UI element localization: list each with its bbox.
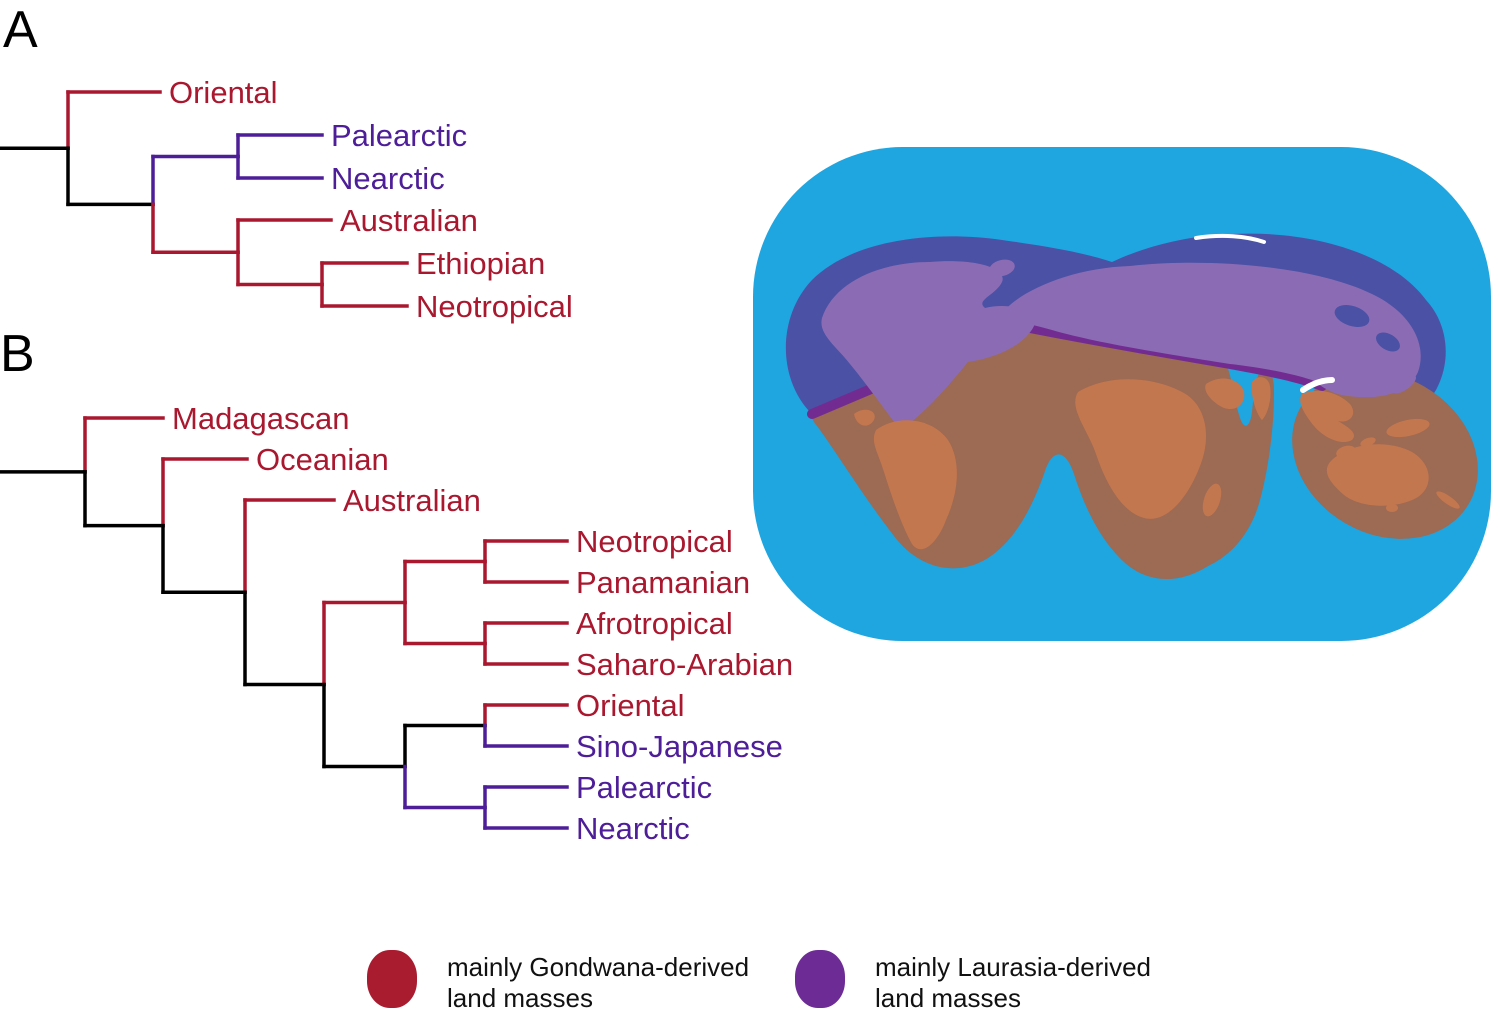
new-zealand-shape (1436, 491, 1460, 509)
tip-label-panamanian: Panamanian (576, 565, 750, 600)
tip-label-ethiopian: Ethiopian (416, 246, 545, 281)
north-america-shape (821, 261, 1036, 430)
laurasia-legend-line1: mainly Laurasia-derived (875, 952, 1152, 982)
sulawesi-island-shape (1360, 437, 1376, 447)
australia-shape (1326, 444, 1429, 506)
tip-label-afrotropical: Afrotropical (576, 606, 733, 641)
gondwana-legend-line2: land masses (447, 983, 593, 1013)
africa-shape (1075, 379, 1206, 519)
gondwana-legend-line1: mainly Gondwana-derived (447, 952, 750, 982)
laurasia-legend-swatch (795, 950, 845, 1008)
tip-label-sino-japanese: Sino-Japanese (576, 729, 783, 764)
tasmania-shape (1386, 504, 1398, 512)
inland-sea-patch-1 (1334, 304, 1370, 328)
panel-label-b: B (0, 325, 35, 383)
tip-label-neotropical: Neotropical (576, 524, 733, 559)
southeast-asia-shape (1300, 390, 1355, 443)
south-america-shape (873, 420, 957, 550)
tip-label-saharo-arabian: Saharo-Arabian (576, 647, 793, 682)
india-shape (1251, 377, 1271, 420)
tip-label-palearctic: Palearctic (576, 770, 712, 805)
white-sliver-india-australasia (1300, 377, 1335, 393)
laurasia-legend-label: mainly Laurasia-derived land masses (875, 950, 1151, 1013)
greenland-island-shape (989, 259, 1015, 277)
tip-label-australian: Australian (343, 483, 481, 518)
white-sliver-eurasia-top (1194, 233, 1266, 244)
tip-label-oriental: Oriental (169, 75, 278, 110)
cladogram-b: MadagascanOceanianAustralianNeotropicalP… (0, 401, 793, 846)
inland-sea-patch-2 (1376, 332, 1400, 352)
eurasia-shape (1000, 262, 1421, 398)
panel-label-a: A (3, 1, 38, 59)
arabia-shape (1205, 378, 1245, 410)
madagascar-shape (1202, 483, 1222, 517)
legend-item-gondwana: mainly Gondwana-derived land masses (367, 950, 749, 1013)
tip-label-palearctic: Palearctic (331, 118, 467, 153)
tip-label-neotropical: Neotropical (416, 289, 573, 324)
tip-label-madagascan: Madagascan (172, 401, 350, 436)
gondwana-legend-swatch (367, 950, 417, 1008)
new-guinea-shape (1386, 418, 1430, 438)
gondwana-legend-label: mainly Gondwana-derived land masses (447, 950, 749, 1013)
legend-item-laurasia: mainly Laurasia-derived land masses (795, 950, 1151, 1013)
central-america-shape (854, 409, 875, 426)
tip-label-nearctic: Nearctic (576, 811, 690, 846)
japan-islands-shape (1392, 374, 1416, 394)
tip-label-australian: Australian (340, 203, 478, 238)
laurasia-legend-line2: land masses (875, 983, 1021, 1013)
tip-label-nearctic: Nearctic (331, 161, 445, 196)
cladogram-a: OrientalPalearcticNearcticAustralianEthi… (0, 75, 573, 324)
tip-label-oceanian: Oceanian (256, 442, 389, 477)
tip-label-oriental: Oriental (576, 688, 685, 723)
world-map-illustration (753, 147, 1491, 641)
